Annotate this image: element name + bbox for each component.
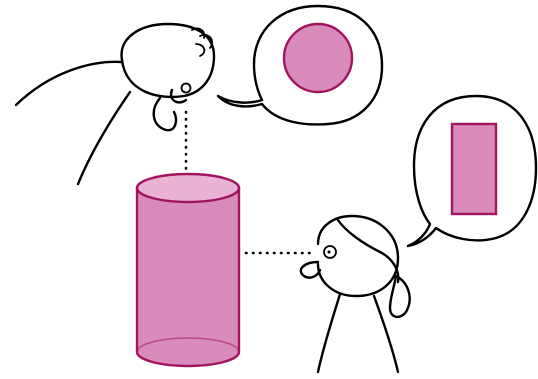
cylinder-body <box>137 188 239 366</box>
top-view-circle <box>284 24 352 92</box>
side-observer-left-shoulder <box>318 294 340 372</box>
side-view-rectangle <box>452 124 496 214</box>
top-observer-eye <box>182 84 191 93</box>
side-observer-ponytail <box>390 276 410 317</box>
top-observer-figure <box>16 24 214 184</box>
top-observer-chin <box>154 98 176 130</box>
side-observer-hairband <box>338 220 398 282</box>
top-observer-back <box>16 62 122 105</box>
side-observer-pupil <box>328 251 331 254</box>
cylinder-top-ellipse <box>137 174 239 202</box>
side-observer-right-shoulder <box>374 296 398 372</box>
side-thought-bubble <box>408 96 536 246</box>
top-observer-arm <box>78 92 130 184</box>
side-observer-figure <box>301 216 410 372</box>
cylinder <box>137 174 239 366</box>
top-thought-bubble <box>218 6 382 124</box>
